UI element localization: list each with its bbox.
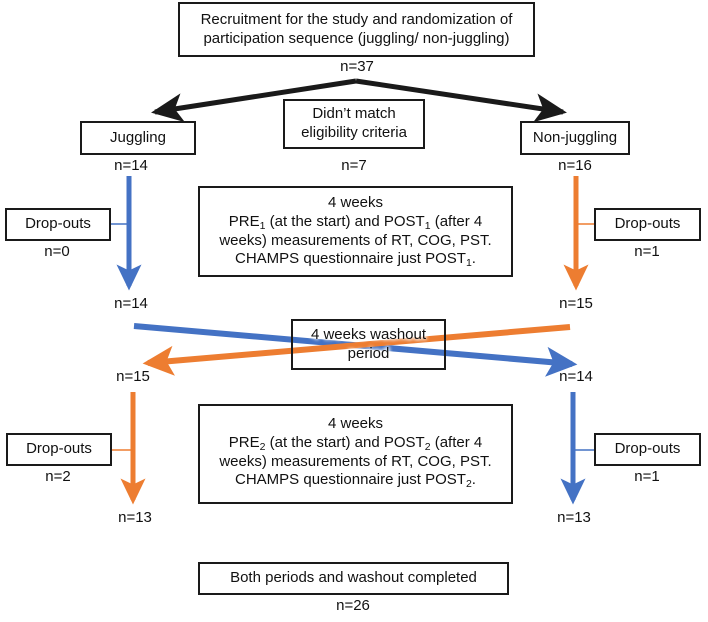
period2-line3: weeks) measurements of RT, COG, PST. <box>219 452 492 470</box>
count-after-period1-right: n=15 <box>559 295 593 312</box>
node-dropouts-left-top: Drop-outs <box>5 208 111 241</box>
count-dropouts-left-top: n=0 <box>44 243 70 260</box>
count-dropouts-left-bottom: n=2 <box>45 468 71 485</box>
count-dropouts-right-bottom: n=1 <box>634 468 660 485</box>
node-dropouts-right-top-label: Drop-outs <box>614 215 681 233</box>
node-period1: 4 weeks PRE1 (at the start) and POST1 (a… <box>198 186 513 277</box>
period1-line1: 4 weeks <box>327 194 384 211</box>
count-after-period1-left: n=14 <box>114 295 148 312</box>
node-recruitment-label: Recruitment for the study and randomizat… <box>200 10 513 47</box>
node-washout-label: 4 weeks washout period <box>310 325 427 362</box>
node-juggling: Juggling <box>80 121 196 155</box>
period1-line3: weeks) measurements of RT, COG, PST. <box>219 231 492 249</box>
count-recruitment: n=37 <box>340 58 374 75</box>
node-ineligible-label: Didn’t match eligibility criteria <box>301 105 407 141</box>
node-dropouts-left-bottom-label: Drop-outs <box>26 440 92 458</box>
node-non-juggling: Non-juggling <box>520 121 630 155</box>
randomization-split-arrows <box>151 78 567 123</box>
node-recruitment: Recruitment for the study and randomizat… <box>178 2 535 57</box>
count-dropouts-right-top: n=1 <box>634 243 660 260</box>
node-dropouts-right-bottom: Drop-outs <box>594 433 701 466</box>
period1-line4: CHAMPS questionnaire just POST1. <box>235 250 476 270</box>
count-ineligible: n=7 <box>341 157 367 174</box>
count-after-washout-right: n=14 <box>559 368 593 385</box>
period2-line1: 4 weeks <box>327 415 384 432</box>
node-juggling-label: Juggling <box>110 128 166 146</box>
period1-line2: PRE1 (at the start) and POST1 (after 4 <box>228 212 483 232</box>
count-completed: n=26 <box>336 597 370 614</box>
node-period2: 4 weeks PRE2 (at the start) and POST2 (a… <box>198 404 513 504</box>
node-dropouts-right-bottom-label: Drop-outs <box>614 440 681 458</box>
node-non-juggling-label: Non-juggling <box>532 128 618 146</box>
period2-line2: PRE2 (at the start) and POST2 (after 4 <box>228 433 483 453</box>
node-completed-label: Both periods and washout completed <box>230 569 477 587</box>
node-dropouts-left-bottom: Drop-outs <box>6 433 112 466</box>
count-after-period2-right: n=13 <box>557 509 591 526</box>
node-dropouts-left-top-label: Drop-outs <box>25 215 91 233</box>
arrow-washout-crossover-orange <box>142 324 571 376</box>
period2-line4: CHAMPS questionnaire just POST2. <box>235 471 476 491</box>
node-ineligible: Didn’t match eligibility criteria <box>283 99 425 149</box>
node-washout: 4 weeks washout period <box>291 319 446 370</box>
count-non-juggling: n=16 <box>558 157 592 174</box>
node-dropouts-right-top: Drop-outs <box>594 208 701 241</box>
node-completed: Both periods and washout completed <box>198 562 509 595</box>
count-juggling: n=14 <box>114 157 148 174</box>
count-after-period2-left: n=13 <box>118 509 152 526</box>
count-after-washout-left: n=15 <box>116 368 150 385</box>
